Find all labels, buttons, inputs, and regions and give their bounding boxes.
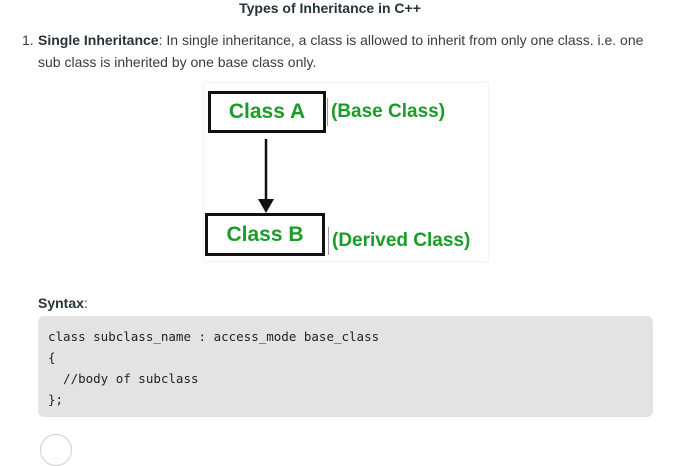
syntax-label-text: Syntax: [38, 295, 84, 311]
list-item-line-1: 1.Single Inheritance: In single inherita…: [22, 29, 662, 51]
code-line: {: [48, 350, 56, 365]
description-line-1: In single inheritance, a class is allowe…: [162, 32, 644, 48]
code-block[interactable]: class subclass_name : access_mode base_c…: [38, 316, 653, 417]
derived-class-label: (Derived Class): [328, 227, 471, 255]
code-line: };: [48, 392, 64, 407]
inheritance-diagram: Class A (Base Class) Class B (Derived Cl…: [204, 83, 488, 261]
term-colon: :: [158, 32, 163, 48]
class-a-box: Class A: [208, 91, 326, 133]
code-line: //body of subclass: [48, 371, 199, 386]
arrow-down-icon: [258, 139, 274, 213]
list-item-single-inheritance: 1.Single Inheritance: In single inherita…: [22, 29, 662, 73]
syntax-colon: :: [83, 295, 88, 311]
description-line-2: sub class is inherited by one base class…: [38, 54, 317, 70]
page-heading: Types of Inheritance in C++: [239, 0, 421, 16]
term-single-inheritance: Single Inheritance: [38, 32, 159, 48]
list-number: 1.: [22, 32, 34, 48]
syntax-label: Syntax:: [38, 295, 88, 311]
base-class-label: (Base Class): [327, 98, 446, 126]
class-b-box: Class B: [205, 213, 325, 256]
code-line: class subclass_name : access_mode base_c…: [48, 329, 380, 344]
